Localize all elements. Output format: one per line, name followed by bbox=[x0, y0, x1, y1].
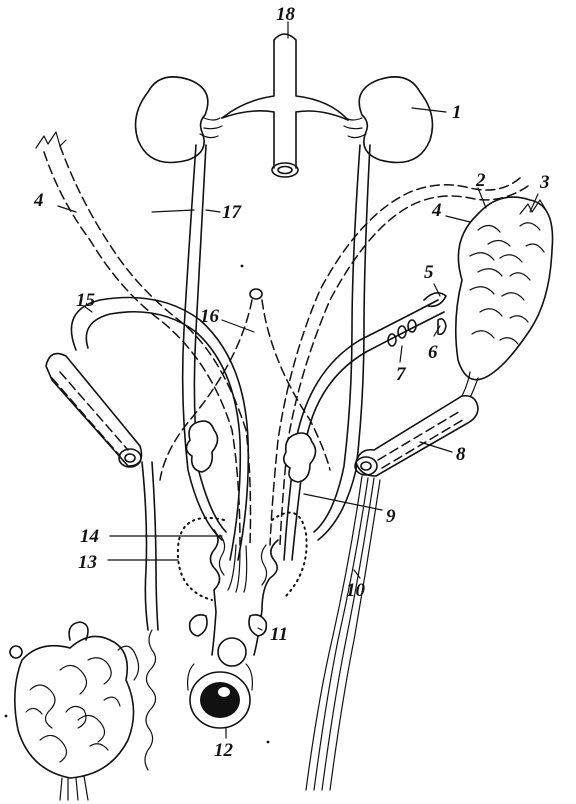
dot-mark bbox=[241, 265, 244, 268]
label-7: 7 bbox=[396, 364, 407, 385]
label-4-left: 4 bbox=[33, 190, 44, 211]
label-15: 15 bbox=[76, 290, 96, 311]
label-4-right: 4 bbox=[431, 200, 442, 221]
dot-mark bbox=[267, 741, 270, 744]
label-2: 2 bbox=[475, 170, 486, 191]
ligament-bundle bbox=[306, 476, 380, 790]
aorta bbox=[222, 34, 348, 177]
leader-lines bbox=[58, 22, 538, 738]
right-gonad bbox=[456, 197, 553, 402]
testis bbox=[10, 622, 139, 800]
right-kidney bbox=[344, 77, 432, 163]
left-kidney bbox=[136, 77, 222, 163]
label-18: 18 bbox=[276, 4, 296, 25]
seminal-vesicles bbox=[186, 421, 315, 482]
label-14: 14 bbox=[80, 526, 99, 547]
bulbourethral-glands bbox=[190, 615, 267, 636]
rectum bbox=[188, 664, 253, 728]
label-8: 8 bbox=[456, 444, 466, 465]
label-17: 17 bbox=[222, 202, 243, 223]
label-16: 16 bbox=[200, 306, 220, 327]
label-6: 6 bbox=[428, 342, 438, 363]
label-11: 11 bbox=[270, 624, 288, 645]
urethra bbox=[210, 530, 278, 666]
label-3: 3 bbox=[539, 172, 550, 193]
label-10: 10 bbox=[346, 580, 366, 601]
left-vas-deferens bbox=[142, 462, 158, 770]
label-1: 1 bbox=[452, 102, 462, 123]
left-epididymis-tube bbox=[46, 354, 142, 467]
dot-mark bbox=[5, 715, 8, 718]
label-12: 12 bbox=[214, 740, 234, 761]
label-9: 9 bbox=[386, 506, 396, 527]
label-5: 5 bbox=[424, 262, 434, 283]
label-13: 13 bbox=[78, 552, 97, 573]
paramesonephric-ducts bbox=[36, 132, 528, 545]
